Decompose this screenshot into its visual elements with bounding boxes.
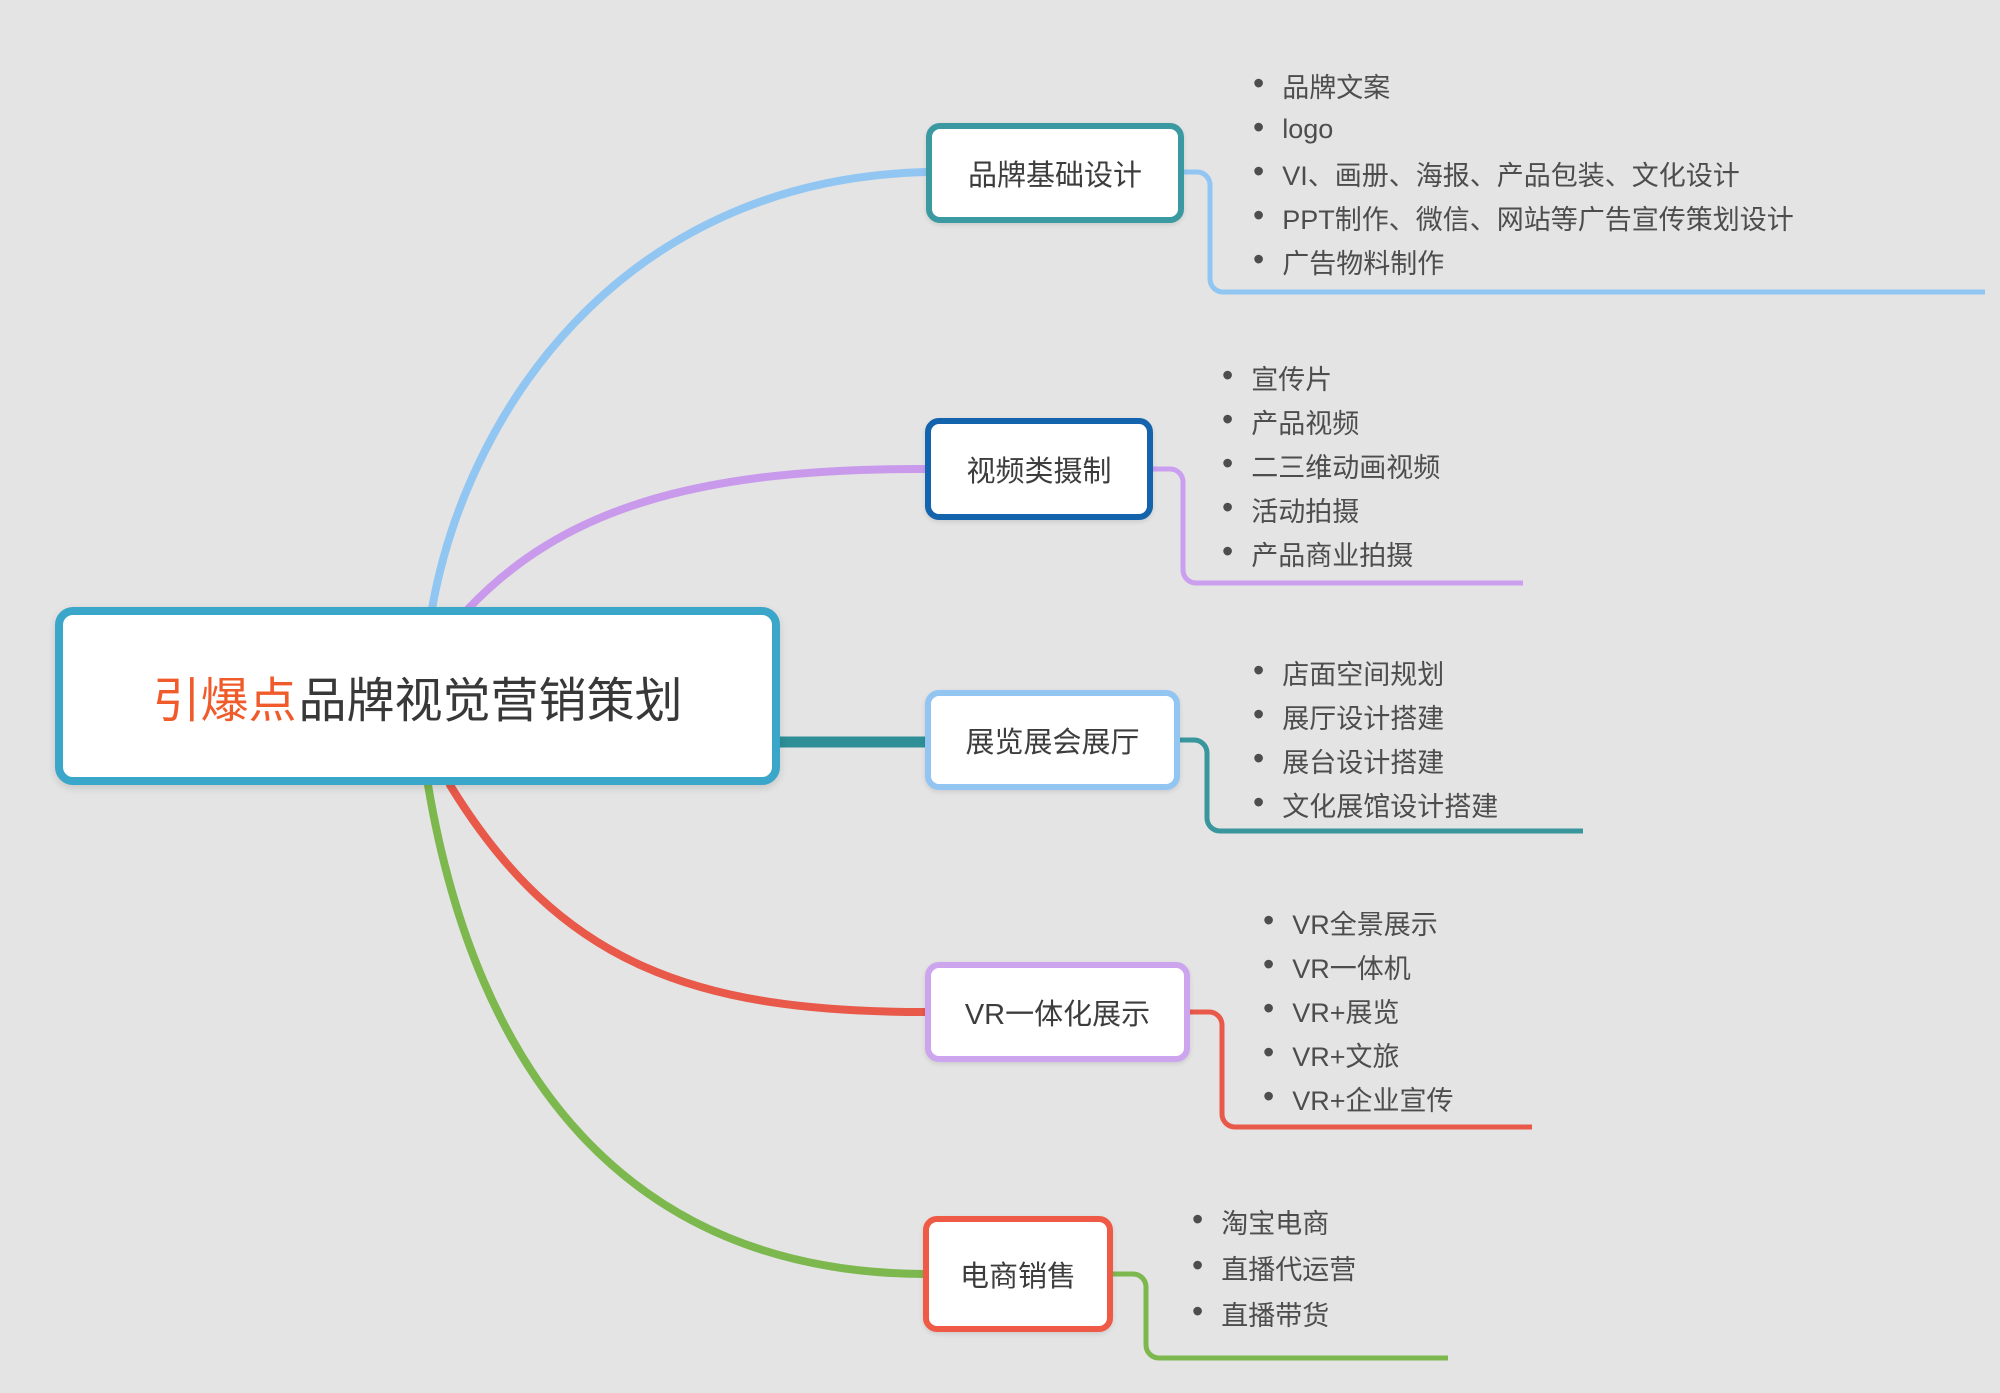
topic-label: 展览展会展厅 — [965, 727, 1140, 759]
mindmap-item[interactable]: 产品商业拍摄 — [1222, 531, 1440, 575]
root-topic-node[interactable]: 引爆点品牌视觉营销策划 — [55, 607, 780, 785]
topic-ecommerce-sales[interactable]: 电商销售 — [923, 1216, 1113, 1332]
mindmap-item[interactable]: VI、画册、海报、产品包装、文化设计 — [1253, 151, 1794, 195]
mindmap-item[interactable]: 直播代运营 — [1192, 1244, 1356, 1290]
branch2-curve — [464, 464, 929, 613]
topic-label: VR一体化展示 — [964, 999, 1151, 1031]
topic-vr-integrated-display[interactable]: VR一体化展示 — [925, 962, 1190, 1062]
item-list-ecommerce-sales: 淘宝电商直播代运营直播带货 — [1192, 1198, 1356, 1336]
mindmap-item[interactable]: PPT制作、微信、网站等广告宣传策划设计 — [1253, 195, 1794, 239]
topic-label: 电商销售 — [959, 1261, 1076, 1293]
branch4-item-connector — [1190, 1009, 1532, 1130]
mindmap-item[interactable]: 展台设计搭建 — [1253, 738, 1498, 782]
mindmap-item[interactable]: VR+文旅 — [1263, 1032, 1453, 1076]
topic-label: 视频类摄制 — [966, 456, 1112, 488]
mindmap-item[interactable]: 淘宝电商 — [1192, 1198, 1356, 1244]
mindmap-item[interactable]: VR+企业宣传 — [1263, 1076, 1453, 1120]
branch5-curve — [424, 781, 927, 1278]
item-list-exhibition-hall: 店面空间规划展厅设计搭建展台设计搭建文化展馆设计搭建 — [1253, 650, 1498, 826]
topic-video-production[interactable]: 视频类摄制 — [925, 418, 1153, 520]
mindmap-item[interactable]: 产品视频 — [1222, 399, 1440, 443]
item-list-video-production: 宣传片产品视频二三维动画视频活动拍摄产品商业拍摄 — [1222, 355, 1440, 575]
item-list-vr-integrated-display: VR全景展示VR一体机VR+展览VR+文旅VR+企业宣传 — [1263, 900, 1453, 1120]
item-list-brand-basic-design: 品牌文案logoVI、画册、海报、产品包装、文化设计PPT制作、微信、网站等广告… — [1253, 63, 1794, 283]
mindmap-item[interactable]: VR+展览 — [1263, 988, 1453, 1032]
root-topic-highlight: 引爆点 — [152, 675, 297, 728]
topic-brand-basic-design[interactable]: 品牌基础设计 — [926, 123, 1184, 223]
branch2-item-connector — [1153, 466, 1523, 586]
branch5-item-connector — [1113, 1271, 1448, 1361]
branch1-curve — [428, 168, 930, 613]
mindmap-item[interactable]: 品牌文案 — [1253, 63, 1794, 107]
mindmap-item[interactable]: 活动拍摄 — [1222, 487, 1440, 531]
root-topic-text: 品牌视觉营销策划 — [298, 675, 683, 728]
mindmap-item[interactable]: 宣传片 — [1222, 355, 1440, 399]
branch3-item-connector — [1180, 737, 1583, 834]
branch1-item-connector — [1184, 169, 1985, 295]
mindmap-item[interactable]: VR全景展示 — [1263, 900, 1453, 944]
mindmap-item[interactable]: 广告物料制作 — [1253, 239, 1794, 283]
mindmap-item[interactable]: logo — [1253, 107, 1794, 151]
mindmap-item[interactable]: 文化展馆设计搭建 — [1253, 782, 1498, 826]
mindmap-item[interactable]: VR一体机 — [1263, 944, 1453, 988]
topic-exhibition-hall[interactable]: 展览展会展厅 — [925, 690, 1180, 790]
branch4-curve — [446, 781, 929, 1016]
mindmap-item[interactable]: 店面空间规划 — [1253, 650, 1498, 694]
mindmap-item[interactable]: 二三维动画视频 — [1222, 443, 1440, 487]
mindmap-item[interactable]: 直播带货 — [1192, 1290, 1356, 1336]
mindmap-item[interactable]: 展厅设计搭建 — [1253, 694, 1498, 738]
topic-label: 品牌基础设计 — [967, 160, 1142, 192]
